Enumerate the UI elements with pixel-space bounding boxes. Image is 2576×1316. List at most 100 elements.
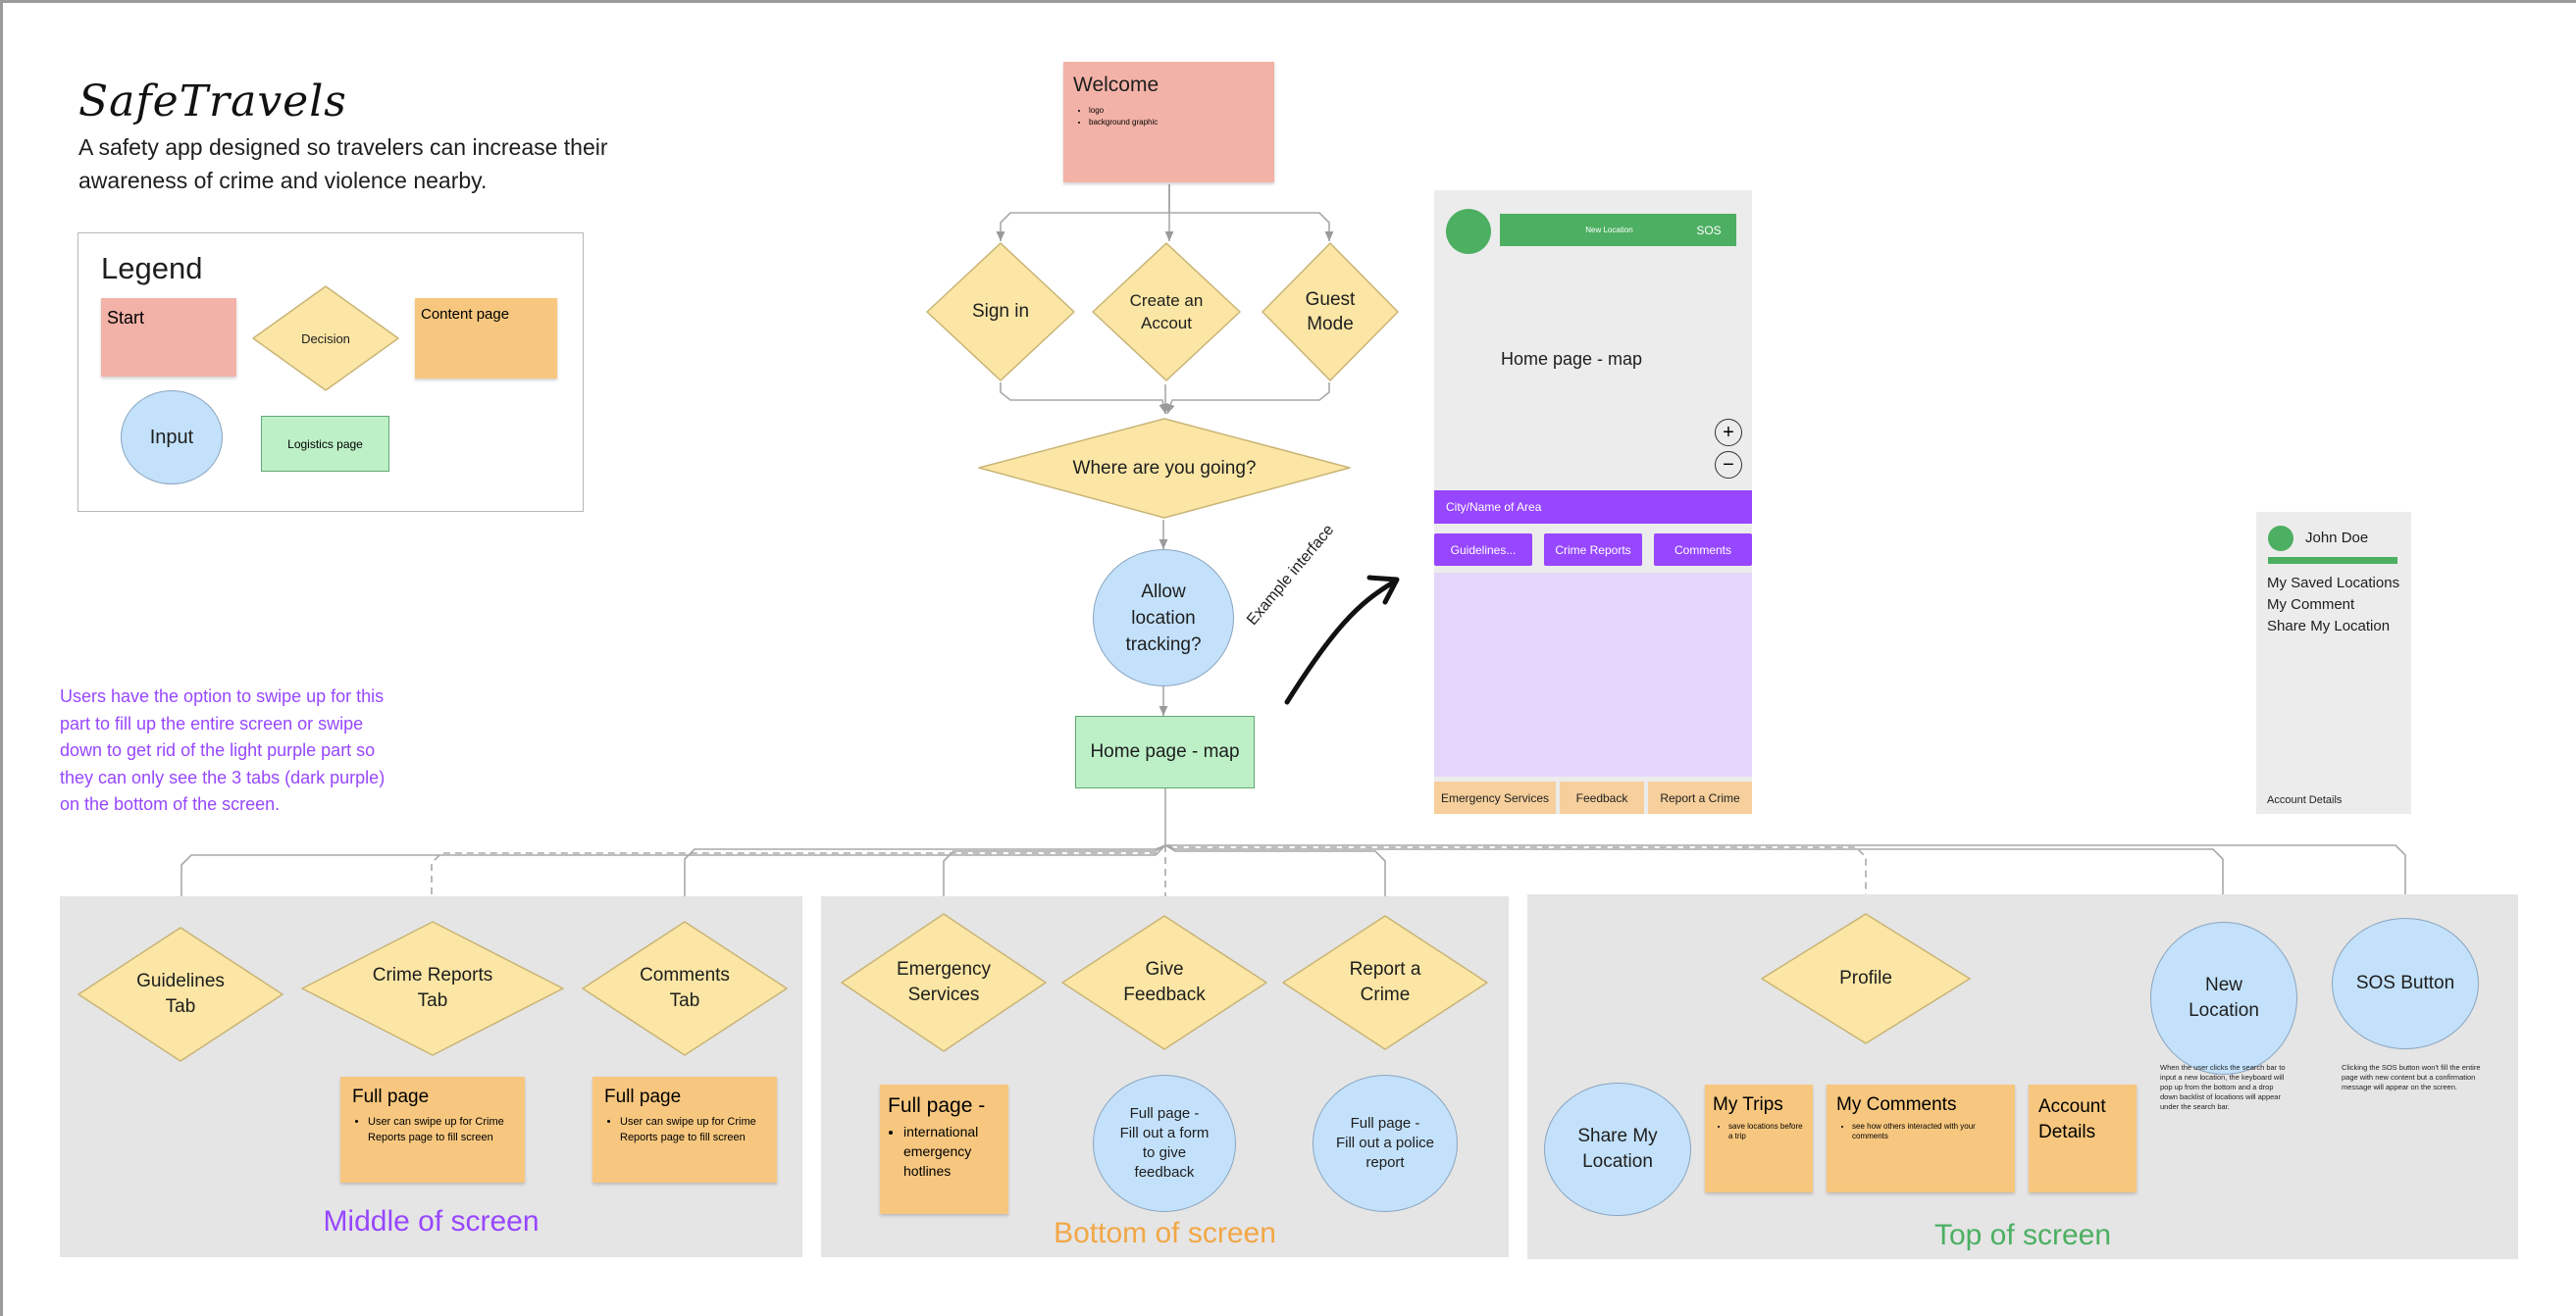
emergency-full-page: Full page - international emergency hotl… [880, 1085, 1008, 1214]
give-feedback-line-1: Give [1145, 959, 1184, 980]
mock-tab-comments[interactable]: Comments [1654, 533, 1752, 566]
swipe-note-line: Users have the option to swipe up for th… [60, 686, 385, 706]
my-trips-page: My Trips save locations before a trip [1705, 1085, 1813, 1192]
comments-tab-line-2: Tab [669, 990, 700, 1011]
emergency-services-line-1: Emergency [896, 959, 992, 980]
app-title: SafeTravels [78, 76, 347, 127]
crime-reports-full-page-title: Full page [352, 1087, 430, 1107]
report-crime-line-2: Crime [1360, 985, 1411, 1005]
police-report-line: Full page - [1350, 1115, 1420, 1132]
legend-title: Legend [101, 251, 203, 285]
guidelines-tab-line-1: Guidelines [136, 971, 225, 991]
guidelines-tab-decision: Guidelines Tab [77, 926, 284, 1063]
guidelines-tab-line-2: Tab [165, 996, 196, 1017]
profile-avatar [2268, 526, 2293, 551]
mock-swipe-panel[interactable] [1434, 573, 1752, 777]
new-location-input: New Location [2150, 922, 2297, 1075]
welcome-start-card: Welcome logo background graphic [1063, 62, 1274, 182]
frame-top-border [0, 0, 2576, 3]
mock-feedback-button[interactable]: Feedback [1560, 782, 1644, 814]
police-report-line: Fill out a police [1335, 1135, 1435, 1151]
comments-tab-line-1: Comments [640, 965, 730, 986]
new-location-note: When the user clicks the search bar to i… [2160, 1063, 2286, 1111]
mock-tab-guidelines[interactable]: Guidelines... [1434, 533, 1532, 566]
emergency-full-page-title: Full page - [888, 1094, 986, 1117]
profile-label: Profile [1839, 968, 1892, 988]
welcome-bullet: background graphic [1089, 117, 1264, 128]
frame-left-border [0, 0, 3, 1316]
bottom-of-screen-label: Bottom of screen [1054, 1217, 1276, 1249]
profile-menu-item-share-location[interactable]: Share My Location [2267, 618, 2391, 634]
welcome-bullet: logo [1089, 105, 1264, 117]
report-crime-line-1: Report a [1349, 959, 1421, 980]
police-report-input: Full page - Fill out a police report [1313, 1075, 1458, 1212]
mock-tab-crime-reports[interactable]: Crime Reports [1544, 533, 1642, 566]
feedback-page-line: Fill out a form [1119, 1125, 1210, 1141]
mock-sos-button[interactable]: SOS [1681, 214, 1736, 246]
feedback-full-page-input: Full page - Fill out a form to give feed… [1093, 1075, 1236, 1212]
report-crime-decision: Report a Crime [1281, 914, 1489, 1051]
new-location-line-1: New [2204, 975, 2242, 995]
home-page-logistics: Home page - map [1075, 716, 1255, 788]
mock-avatar[interactable] [1446, 209, 1491, 254]
account-details-line-1: Account [2038, 1096, 2106, 1117]
profile-menu: My Saved Locations My Comment Share My L… [2267, 573, 2399, 637]
app-subtitle-line-2: awareness of crime and violence nearby. [78, 168, 488, 193]
zoom-in-icon[interactable]: + [1715, 419, 1742, 446]
share-location-input: Share My Location [1544, 1083, 1691, 1216]
account-details-page: Account Details [2029, 1085, 2137, 1192]
guest-mode-label-line-1: Guest [1305, 289, 1356, 310]
account-details-line-2: Details [2038, 1122, 2096, 1142]
give-feedback-decision: Give Feedback [1060, 914, 1268, 1051]
share-location-line-1: Share My [1577, 1126, 1658, 1146]
welcome-title: Welcome [1073, 74, 1159, 96]
mock-search-bar[interactable]: City/Name of Area [1434, 490, 1752, 524]
mock-profile-panel: John Doe My Saved Locations My Comment S… [2256, 512, 2411, 814]
comments-full-page-title: Full page [604, 1087, 682, 1107]
share-location-line-2: Location [1582, 1151, 1653, 1172]
zoom-out-icon[interactable]: − [1715, 451, 1742, 479]
my-comments-title: My Comments [1836, 1094, 1957, 1115]
welcome-bullets: logo background graphic [1073, 105, 1264, 128]
my-trips-bullet: save locations before a trip [1728, 1122, 1805, 1141]
sign-in-decision: Sign in [925, 241, 1076, 382]
create-account-label-line-1: Create an [1129, 291, 1204, 310]
allow-location-input: Allow location tracking? [1093, 549, 1234, 686]
mock-emergency-services-button[interactable]: Emergency Services [1434, 782, 1556, 814]
crime-reports-tab-line-2: Tab [417, 990, 448, 1011]
sign-in-label: Sign in [971, 301, 1030, 322]
app-subtitle: A safety app designed so travelers can i… [78, 130, 608, 197]
crime-reports-tab-line-1: Crime Reports [372, 965, 493, 986]
profile-name: John Doe [2305, 530, 2369, 546]
feedback-page-line: to give [1142, 1144, 1187, 1161]
legend-start-swatch: Start [101, 298, 236, 377]
emergency-services-line-2: Services [907, 985, 980, 1005]
where-going-decision: Where are you going? [977, 417, 1352, 520]
legend-input-shape: Input [121, 390, 223, 484]
give-feedback-line-2: Feedback [1123, 985, 1206, 1005]
my-comments-page: My Comments see how others interacted wi… [1827, 1085, 2015, 1192]
crime-reports-full-page: Full page User can swipe up for Crime Re… [340, 1077, 525, 1183]
emergency-services-decision: Emergency Services [840, 912, 1048, 1053]
mock-report-crime-button[interactable]: Report a Crime [1648, 782, 1752, 814]
profile-account-details[interactable]: Account Details [2267, 794, 2343, 806]
feedback-page-line: Full page - [1129, 1105, 1200, 1122]
swipe-note-line: part to fill up the entire screen or swi… [60, 713, 364, 734]
profile-menu-item-saved-locations[interactable]: My Saved Locations [2267, 575, 2400, 591]
sos-button-input: SOS Button [2332, 918, 2479, 1049]
mock-phone-screen: New Location SOS Home page - map + − Cit… [1434, 190, 1752, 814]
app-subtitle-line-1: A safety app designed so travelers can i… [78, 134, 608, 160]
police-report-line: report [1365, 1154, 1405, 1171]
guest-mode-label-line-2: Mode [1307, 314, 1354, 334]
emergency-full-page-bullet: international emergency hotlines [903, 1122, 1001, 1181]
feedback-page-line: feedback [1134, 1164, 1195, 1181]
swipe-note-line: down to get rid of the light purple part… [60, 740, 376, 760]
crime-reports-full-page-bullet: User can swipe up for Crime Reports page… [368, 1114, 513, 1145]
mock-map-label: Home page - map [1501, 349, 1643, 369]
profile-menu-item-my-comment[interactable]: My Comment [2267, 596, 2355, 613]
allow-location-line-1: Allow [1141, 581, 1186, 602]
create-account-decision: Create an Accout [1091, 241, 1242, 382]
legend-logistics-swatch: Logistics page [261, 416, 389, 472]
